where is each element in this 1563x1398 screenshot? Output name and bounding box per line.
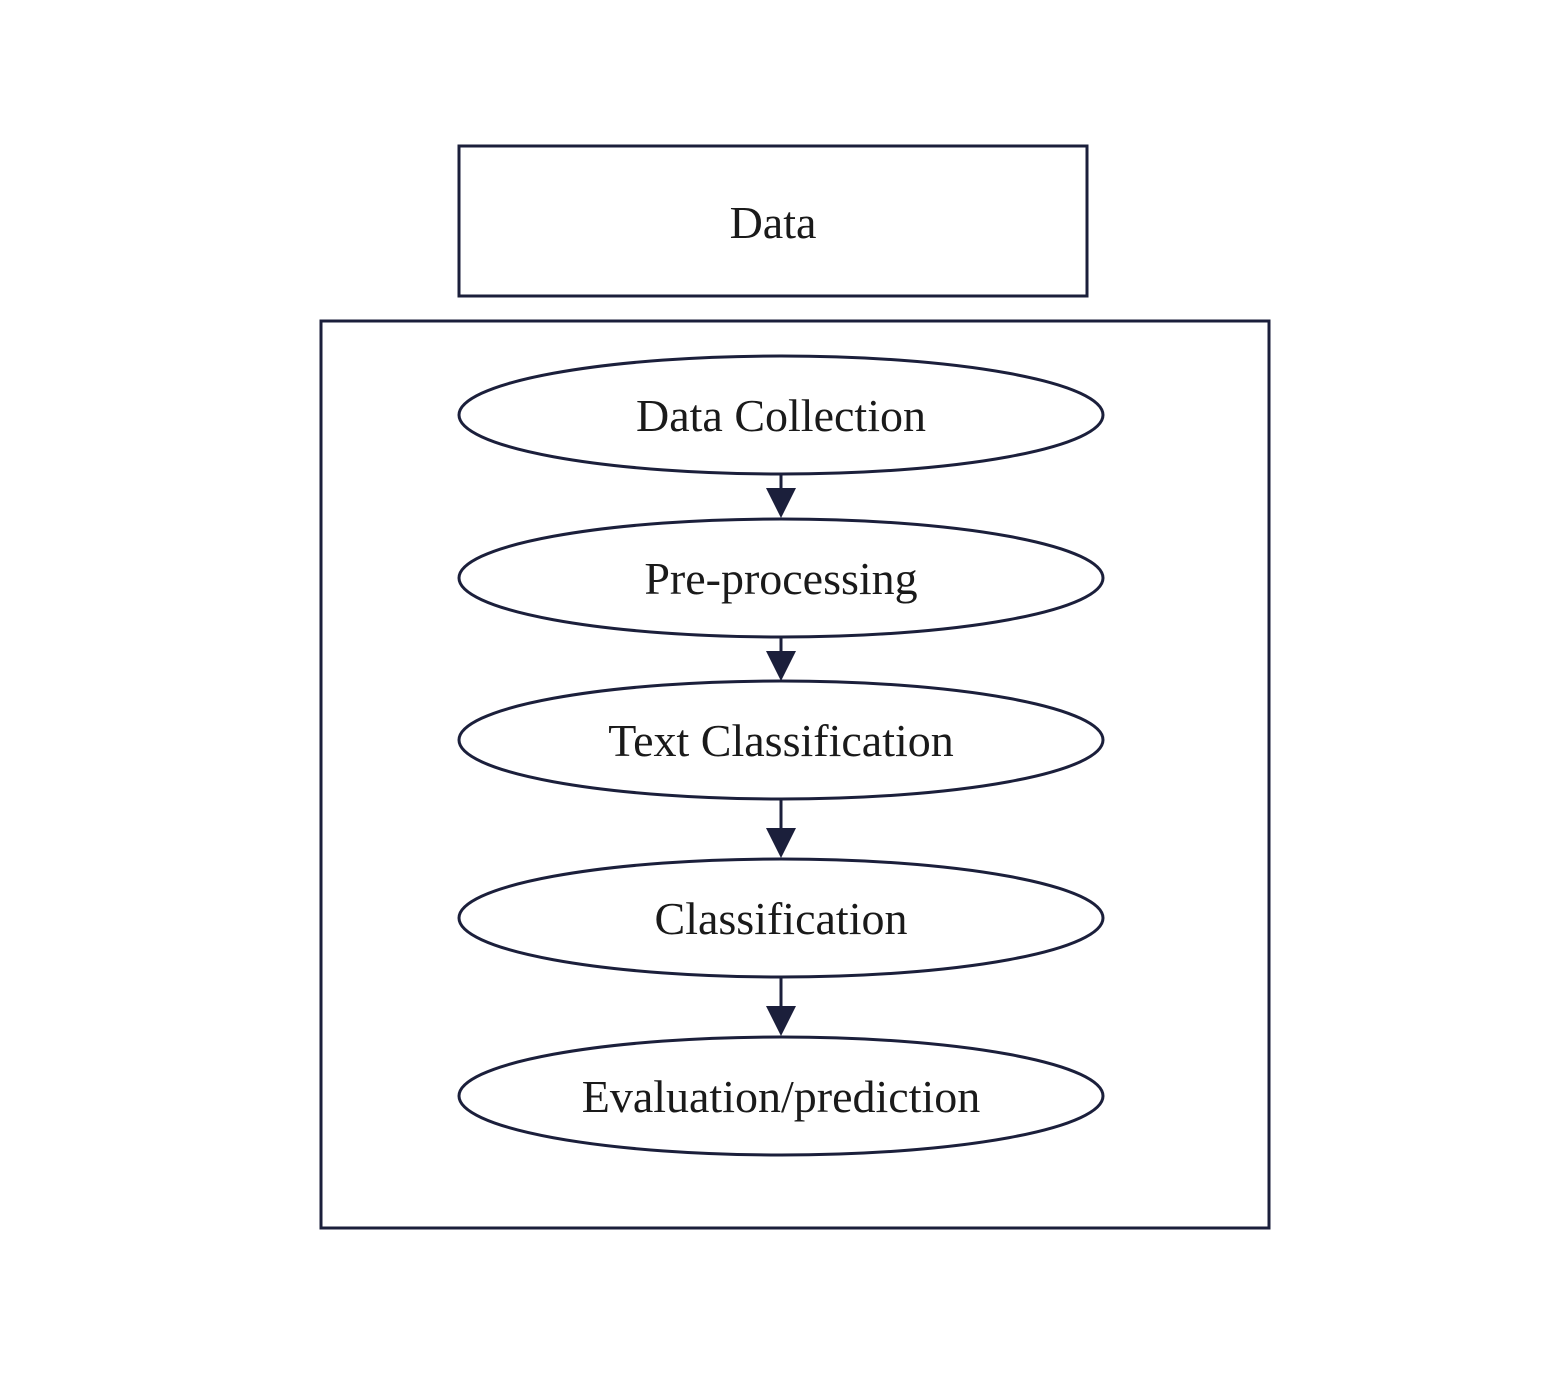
step-data-collection: Data Collection (457, 354, 1105, 476)
process-container (319, 319, 1271, 1230)
step-label: Evaluation/prediction (582, 1071, 981, 1122)
step-evaluation-prediction: Evaluation/prediction (457, 1035, 1105, 1157)
step-pre-processing: Pre-processing (457, 517, 1105, 639)
data-header-box: Data (457, 144, 1089, 298)
step-text-classification: Text Classification (457, 679, 1105, 801)
data-header-label: Data (730, 197, 817, 248)
step-label: Pre-processing (644, 553, 917, 604)
step-ellipse (457, 1035, 1105, 1157)
step-label: Text Classification (608, 715, 954, 766)
step-classification: Classification (457, 857, 1105, 979)
step-label: Data Collection (636, 390, 926, 441)
step-label: Classification (655, 893, 908, 944)
data-header-rect (457, 144, 1089, 298)
